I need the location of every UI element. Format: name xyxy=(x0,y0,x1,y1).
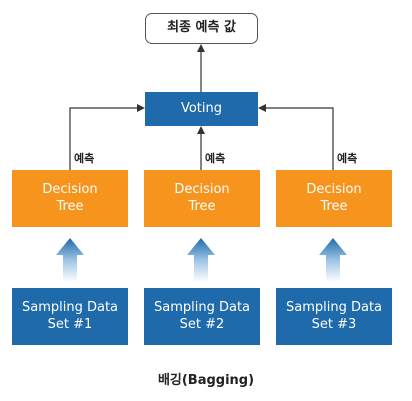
prediction-label-3: 예측 xyxy=(337,152,358,165)
voting-node: Voting xyxy=(145,92,258,126)
prediction-label-2: 예측 xyxy=(205,152,226,165)
decision-tree-line2: Tree xyxy=(188,198,216,214)
decision-tree-line1: Decision xyxy=(306,181,362,197)
decision-tree-line2: Tree xyxy=(56,198,84,214)
sampling-data-line2: Set #3 xyxy=(311,316,357,332)
final-prediction-label: 최종 예측 값 xyxy=(167,20,236,36)
block-arrow-sample1-to-tree1 xyxy=(56,238,84,282)
prediction-label-1: 예측 xyxy=(74,152,95,165)
decision-tree-node-3: Decision Tree xyxy=(276,170,392,227)
decision-tree-line1: Decision xyxy=(174,181,230,197)
decision-tree-line1: Decision xyxy=(42,181,98,197)
diagram-caption: 배깅(Bagging) xyxy=(157,373,255,388)
sampling-data-line1: Sampling Data xyxy=(21,299,119,315)
decision-tree-line2: Tree xyxy=(320,198,348,214)
sampling-data-set-node-1: Sampling Data Set #1 xyxy=(12,288,128,345)
sampling-data-line2: Set #1 xyxy=(47,316,93,332)
sampling-data-set-node-2: Sampling Data Set #2 xyxy=(144,288,260,345)
sampling-data-set-node-3: Sampling Data Set #3 xyxy=(276,288,392,345)
decision-tree-node-1: Decision Tree xyxy=(12,170,128,227)
decision-tree-node-2: Decision Tree xyxy=(144,170,260,227)
arrow-tree3-to-voting xyxy=(258,104,334,170)
arrow-tree1-to-voting xyxy=(69,104,145,170)
sampling-data-line2: Set #2 xyxy=(179,316,225,332)
voting-label: Voting xyxy=(180,100,223,116)
final-prediction-node: 최종 예측 값 xyxy=(145,13,258,44)
block-arrow-sample3-to-tree3 xyxy=(319,238,347,282)
sampling-data-line1: Sampling Data xyxy=(285,299,383,315)
block-arrow-sample2-to-tree2 xyxy=(187,238,215,282)
sampling-data-line1: Sampling Data xyxy=(153,299,251,315)
